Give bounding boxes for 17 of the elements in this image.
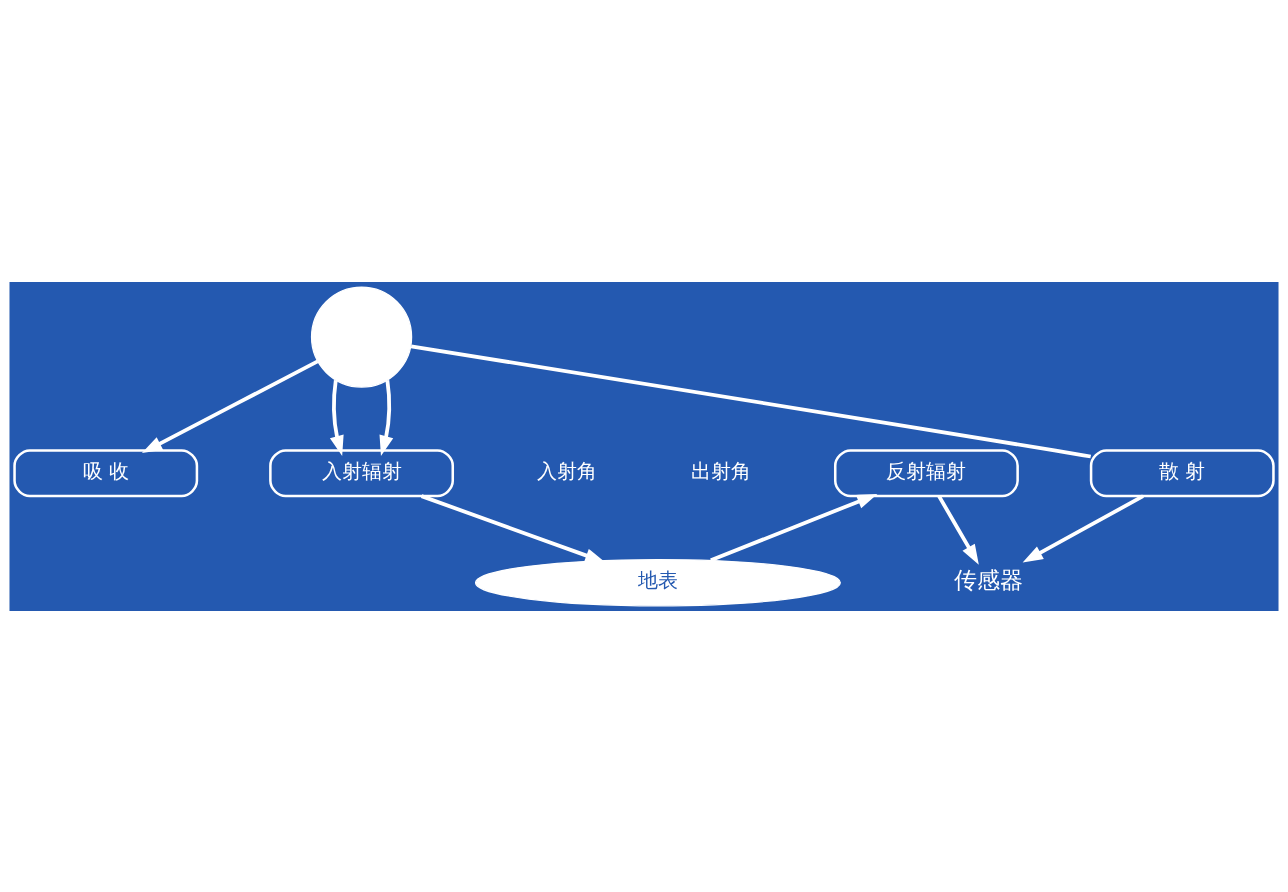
arrow (141, 359, 319, 453)
label: 出射角 (691, 458, 752, 483)
node-circle (310, 285, 413, 388)
node-box: 散 射 (1089, 448, 1275, 497)
arrow (379, 379, 394, 456)
node-box: 入射辐射 (269, 448, 455, 497)
arrow (329, 379, 344, 456)
node-box: 吸 收 (13, 448, 199, 497)
node-text: 传感器 (953, 566, 1023, 593)
node-ellipse: 地表 (474, 558, 841, 606)
arrow (420, 493, 606, 562)
label: 入射角 (536, 458, 597, 483)
arrow (710, 493, 878, 562)
arrow (937, 494, 979, 565)
arrow (1022, 493, 1144, 563)
node-box: 反射辐射 (833, 448, 1019, 497)
connector (410, 343, 1092, 458)
